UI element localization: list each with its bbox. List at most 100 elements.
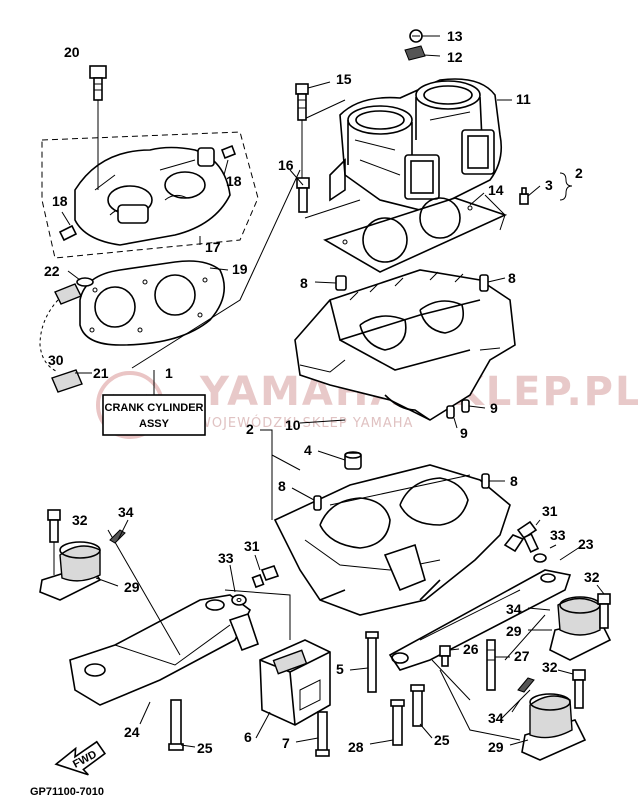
callout-22: 22: [44, 263, 60, 279]
callout-27: 27: [514, 648, 530, 664]
callout-14: 14: [488, 182, 504, 198]
lower-crankcase: [273, 464, 525, 616]
engine-mount-plate-23: [388, 569, 572, 671]
callout-9-a: 9: [490, 400, 498, 416]
callout-1: 1: [165, 365, 173, 381]
head-dashed-box: [41, 131, 259, 259]
callout-33-right: 33: [550, 527, 566, 543]
engine-mount-plate-24: [69, 594, 260, 706]
bolt-7: [315, 711, 330, 757]
bolt-15: [295, 83, 309, 121]
bolt-16: [296, 177, 310, 213]
hose-fitting: [54, 283, 82, 305]
dowel-8-lower-left: [291, 487, 322, 511]
callout-2-mid: 2: [246, 421, 254, 437]
bolt-25-center: [410, 684, 425, 727]
callout-8-a: 8: [300, 275, 308, 291]
dowel-8-upper-left: [314, 275, 347, 291]
diagram-footer-code: GP71100-7010: [30, 786, 104, 798]
upper-crankcase: [294, 269, 516, 421]
callout-5: 5: [336, 661, 344, 677]
bracket-12: [404, 45, 441, 61]
callout-4: 4: [304, 442, 312, 458]
bolt-25-left: [168, 699, 184, 751]
callout-29-left: 29: [124, 579, 140, 595]
callout-23: 23: [578, 536, 594, 552]
bolt-28: [390, 699, 405, 746]
crank-cylinder-assy-box: CRANK CYLINDER ASSY: [102, 394, 206, 436]
callout-25-left: 25: [197, 740, 213, 756]
callout-2-top: 2: [575, 165, 583, 181]
callout-leaders: [61, 81, 605, 748]
bolt-32-left: [47, 509, 61, 543]
screw-13: [409, 29, 440, 43]
callout-26: 26: [463, 641, 479, 657]
dowel-9-b: [446, 405, 455, 419]
bolt-27: [486, 639, 496, 691]
callout-9-b: 9: [460, 425, 468, 441]
hose-30: [51, 369, 83, 393]
rubber-mount-29-upper: [549, 596, 612, 661]
clamp-22: [76, 277, 94, 287]
rubber-mount-29-left: [39, 541, 102, 601]
callout-20: 20: [64, 44, 80, 60]
callout-3: 3: [545, 177, 553, 193]
rubber-mount-29-lower: [521, 693, 587, 761]
callout-19: 19: [232, 261, 248, 277]
washer-33-right: [533, 553, 547, 563]
plug-3: [519, 187, 529, 205]
head-gasket-19: [79, 260, 226, 346]
fwd-arrow: FWD: [54, 740, 107, 776]
plug-18-right: [220, 144, 237, 160]
assy-box-line2: ASSY: [139, 418, 170, 430]
callout-31-right: 31: [542, 503, 558, 519]
callout-15: 15: [336, 71, 352, 87]
dowel-8-upper-right: [479, 274, 506, 292]
callout-32-lower-right: 32: [542, 659, 558, 675]
callout-16: 16: [278, 157, 294, 173]
bolt-32-upper-right: [597, 593, 611, 629]
washer-33-left: [231, 594, 247, 606]
callout-8-b: 8: [508, 270, 516, 286]
dowel-8-lower-right: [481, 473, 505, 489]
callout-24: 24: [124, 724, 140, 740]
assy-box-line1: CRANK CYLINDER: [105, 402, 204, 414]
callout-31-left: 31: [244, 538, 260, 554]
bolt-31-right: [516, 520, 540, 554]
bolt-26: [439, 645, 451, 667]
callout-11: 11: [516, 91, 531, 107]
callout-30: 30: [48, 352, 64, 368]
bolt-32-lower-right: [572, 669, 586, 709]
electrical-box-6: [259, 639, 331, 726]
bolt-5: [365, 631, 379, 693]
callout-33-left: 33: [218, 550, 234, 566]
callout-29-right-lower: 29: [488, 739, 504, 755]
callout-32-left: 32: [72, 512, 88, 528]
callout-29-right-upper: 29: [506, 623, 522, 639]
bushing-4: [317, 450, 362, 470]
callout-8-d: 8: [510, 473, 518, 489]
bolt-31-left: [251, 565, 280, 589]
callout-34-right-upper: 34: [506, 601, 522, 617]
callout-18-right: 18: [226, 173, 242, 189]
bolt-20: [89, 65, 107, 190]
callout-21: 21: [93, 365, 109, 381]
callout-34-right-lower: 34: [488, 710, 504, 726]
bracket-2-brace: [559, 172, 573, 201]
callout-25-center: 25: [434, 732, 450, 748]
callout-17: 17: [205, 239, 221, 255]
callout-32-upper-right: 32: [584, 569, 600, 585]
callout-7: 7: [282, 735, 290, 751]
callout-28: 28: [348, 739, 364, 755]
dowel-9-a: [461, 399, 470, 413]
cylinder-block-11: [329, 78, 503, 211]
callout-8-c: 8: [278, 478, 286, 494]
base-gasket-14: [323, 197, 508, 273]
callout-10: 10: [285, 417, 301, 433]
callout-13: 13: [447, 28, 463, 44]
callout-18-left: 18: [52, 193, 68, 209]
callout-6: 6: [244, 729, 252, 745]
washer-34-right-lower: [517, 677, 535, 693]
